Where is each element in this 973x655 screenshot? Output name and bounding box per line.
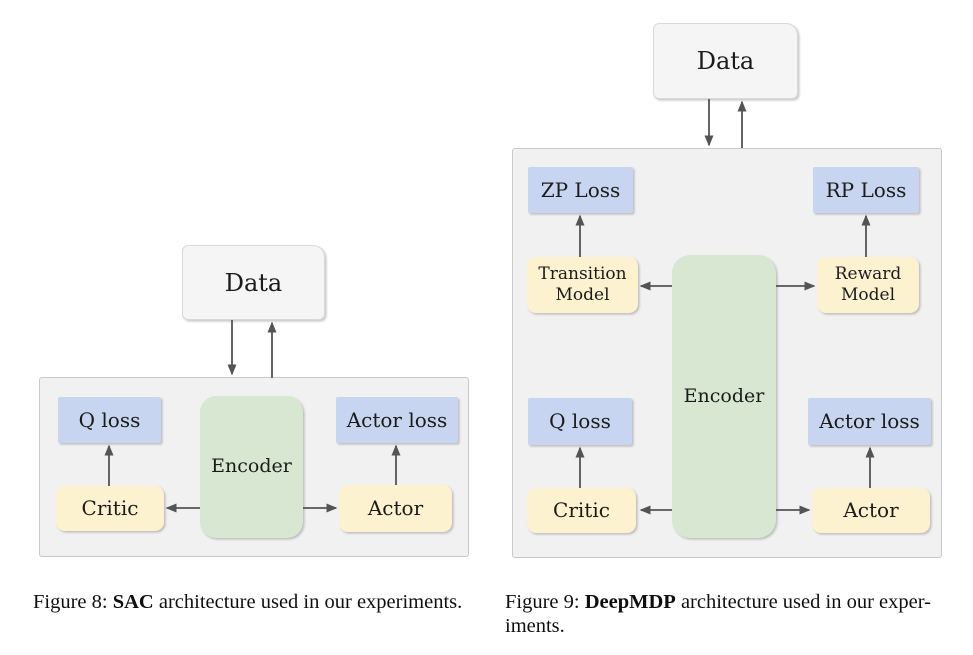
figure8-caption: Figure 8: SAC architecture used in our e… xyxy=(33,590,488,614)
f9-rp-loss-node: RP Loss xyxy=(813,167,919,213)
f8-q-loss-node: Q loss xyxy=(58,397,161,443)
f9-reward-model-label: Reward Model xyxy=(834,263,902,305)
f9-transition-model-node: Transition Model xyxy=(527,257,638,313)
f8-actor-label: Actor xyxy=(367,496,424,520)
f8-encoder-node: Encoder xyxy=(200,396,303,538)
f9-data-label: Data xyxy=(696,47,755,75)
f9-critic-node: Critic xyxy=(527,488,636,533)
f8-data-label: Data xyxy=(224,268,283,297)
f8-caption-prefix: Figure 8: xyxy=(33,591,113,613)
f8-caption-rest: architecture used in our experiments. xyxy=(153,591,463,613)
f8-critic-node: Critic xyxy=(56,486,164,531)
f9-data-node: Data xyxy=(653,23,798,99)
f8-actor-loss-node: Actor loss xyxy=(336,397,458,443)
f8-q-loss-label: Q loss xyxy=(78,407,141,432)
f8-data-node: Data xyxy=(182,245,325,320)
f9-q-loss-node: Q loss xyxy=(528,398,632,445)
f8-actor-node: Actor xyxy=(339,485,452,532)
f9-q-loss-label: Q loss xyxy=(549,409,611,433)
f9-actor-node: Actor xyxy=(812,488,930,533)
f9-caption-bold: DeepMDP xyxy=(584,591,676,613)
f9-critic-label: Critic xyxy=(553,498,610,522)
figure9-caption: Figure 9: DeepMDP architecture used in o… xyxy=(505,590,967,638)
f9-zp-loss-node: ZP Loss xyxy=(528,167,633,213)
f9-rp-loss-label: RP Loss xyxy=(825,177,907,202)
f9-caption-rest: architecture used in our exper- iments. xyxy=(505,591,931,637)
f9-actor-loss-label: Actor loss xyxy=(819,409,920,433)
f9-encoder-node: Encoder xyxy=(672,255,776,538)
f8-actor-loss-label: Actor loss xyxy=(346,407,448,432)
f8-encoder-label: Encoder xyxy=(211,455,292,478)
f9-zp-loss-label: ZP Loss xyxy=(540,177,621,202)
f9-encoder-label: Encoder xyxy=(683,384,765,407)
f9-reward-model-node: Reward Model xyxy=(817,257,919,313)
f9-transition-model-label: Transition Model xyxy=(538,263,627,305)
f9-actor-loss-node: Actor loss xyxy=(808,398,931,445)
f8-critic-label: Critic xyxy=(81,496,139,520)
f8-caption-bold: SAC xyxy=(112,591,154,613)
f9-actor-label: Actor xyxy=(843,498,899,522)
f9-caption-prefix: Figure 9: xyxy=(505,591,585,613)
